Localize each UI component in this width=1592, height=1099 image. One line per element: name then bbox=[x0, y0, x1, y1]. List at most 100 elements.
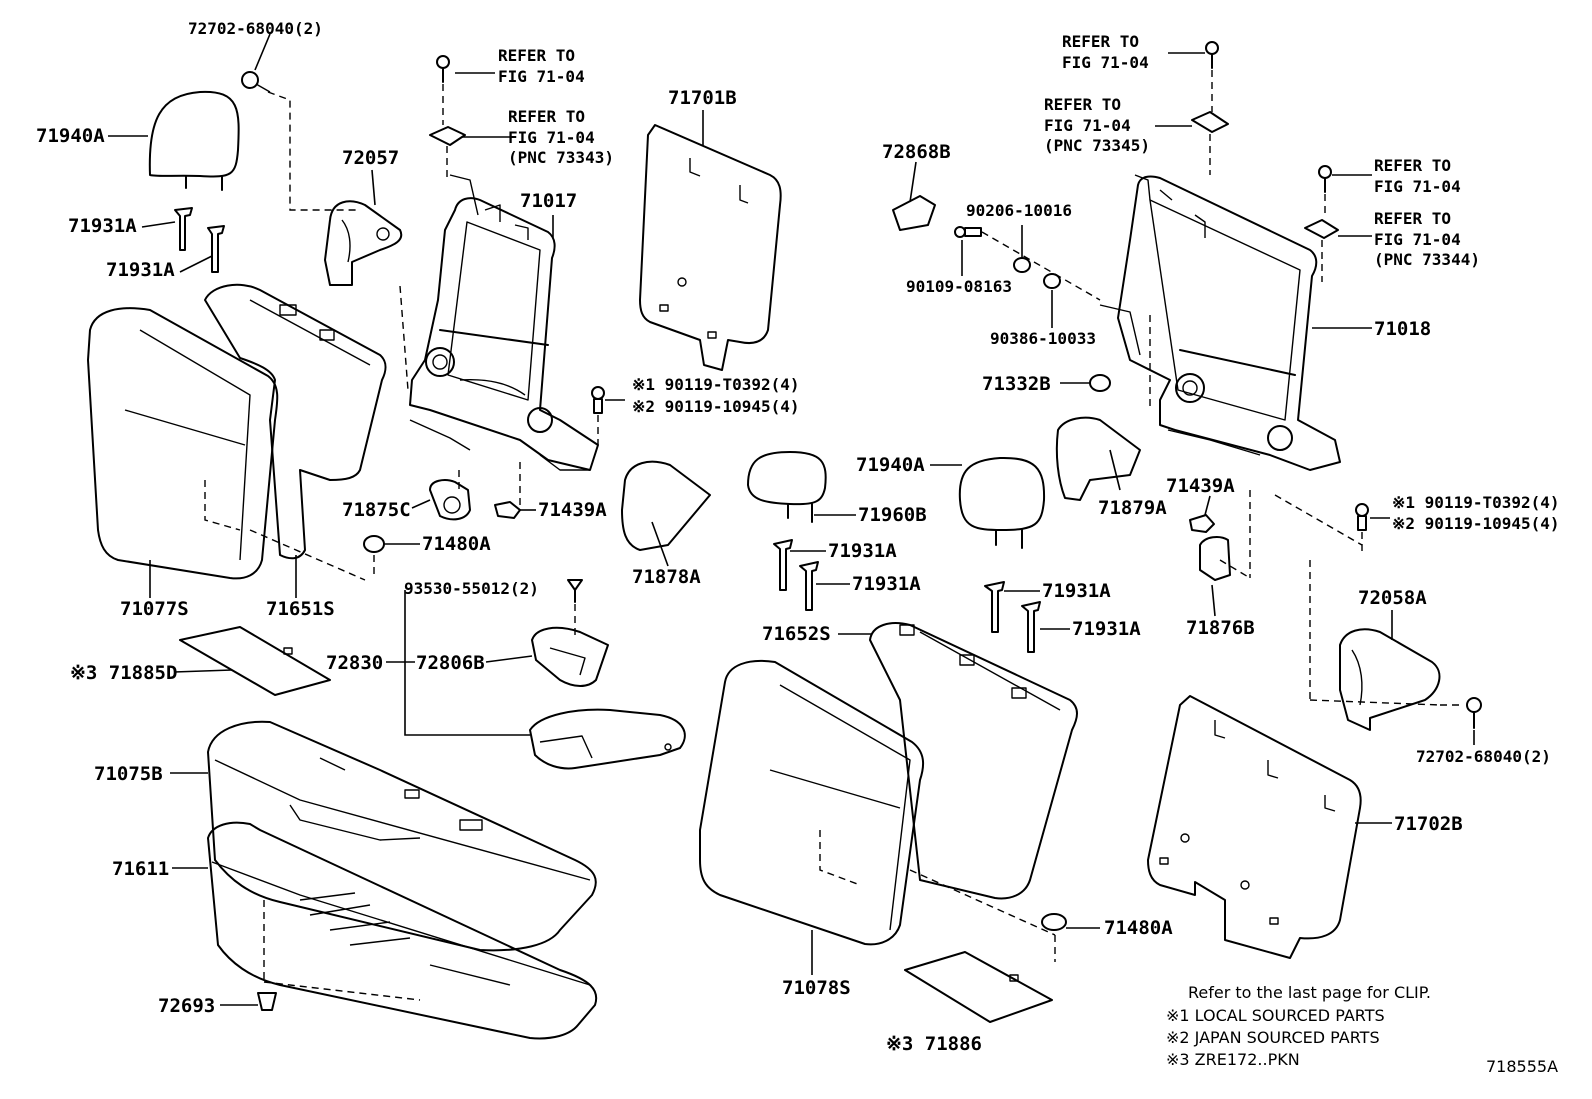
figure-id: 718555A bbox=[1486, 1057, 1558, 1076]
part-labels: 72702-68040(2) 71940A 71931A 71931A 7205… bbox=[36, 19, 1560, 1055]
nut-90386 bbox=[1043, 273, 1061, 289]
headrest-guide-mid-3 bbox=[984, 581, 1005, 633]
label-71931A-mid-2: 71931A bbox=[852, 573, 921, 595]
armrest-72830 bbox=[529, 708, 686, 770]
label-71480A-left: 71480A bbox=[422, 533, 491, 555]
label-refer-mid-b: FIG 71-04 bbox=[508, 128, 595, 147]
label-90119-1-right: ※1 90119-T0392(4) bbox=[1392, 493, 1560, 512]
clip-refer-right-2 bbox=[1304, 219, 1339, 282]
bolt-72702-left bbox=[241, 71, 360, 211]
label-71439A-right: 71439A bbox=[1166, 475, 1235, 497]
bolt-90109 bbox=[954, 226, 982, 238]
label-refer-r4-c: (PNC 73344) bbox=[1374, 250, 1480, 269]
board-71702B bbox=[1147, 695, 1362, 959]
label-71931A-left-1: 71931A bbox=[68, 215, 137, 237]
bolt-refer-right-top bbox=[1205, 41, 1219, 112]
clip-refer-mid bbox=[429, 126, 466, 180]
label-71960B: 71960B bbox=[858, 504, 927, 526]
label-refer-r1-a: REFER TO bbox=[1062, 32, 1139, 51]
label-93530: 93530-55012(2) bbox=[404, 579, 539, 598]
lock-71876B bbox=[1199, 536, 1231, 581]
seatback-71077S bbox=[87, 307, 279, 580]
label-71078S: 71078S bbox=[782, 977, 851, 999]
label-71077S: 71077S bbox=[120, 598, 189, 620]
label-90119-1-left: ※1 90119-T0392(4) bbox=[632, 375, 800, 394]
label-72806B: 72806B bbox=[416, 652, 485, 674]
note-japan-sourced: ※2 JAPAN SOURCED PARTS bbox=[1166, 1028, 1380, 1047]
headrest-guide-mid-2 bbox=[799, 561, 819, 611]
note-local-sourced: ※1 LOCAL SOURCED PARTS bbox=[1166, 1006, 1385, 1025]
label-90206: 90206-10016 bbox=[966, 201, 1072, 220]
bracket-72868B bbox=[892, 195, 936, 231]
label-71931A-mid-1: 71931A bbox=[828, 540, 897, 562]
label-90119-2-right: ※2 90119-10945(4) bbox=[1392, 514, 1560, 533]
lock-71875C bbox=[429, 479, 471, 521]
label-71439A-left: 71439A bbox=[538, 499, 607, 521]
bolt-71439A-right bbox=[1189, 514, 1215, 533]
label-refer-r1-b: FIG 71-04 bbox=[1062, 53, 1149, 72]
label-71886: ※3 71886 bbox=[886, 1033, 982, 1055]
label-71075B: 71075B bbox=[94, 763, 163, 785]
label-71652S: 71652S bbox=[762, 623, 831, 645]
headrest-left bbox=[148, 90, 240, 191]
seatback-cover-71652S bbox=[869, 622, 1078, 900]
hinge-cover-71879A bbox=[1055, 416, 1141, 501]
label-refer-mid-a: REFER TO bbox=[508, 107, 585, 126]
bolt-90119-left bbox=[591, 386, 605, 445]
label-refer-r2-a: REFER TO bbox=[1044, 95, 1121, 114]
label-refer-r2-b: FIG 71-04 bbox=[1044, 116, 1131, 135]
label-71651S: 71651S bbox=[266, 598, 335, 620]
label-71940A-mid: 71940A bbox=[856, 454, 925, 476]
headrest-guide-left-1 bbox=[174, 207, 193, 251]
label-71702B: 71702B bbox=[1394, 813, 1463, 835]
label-72058A: 72058A bbox=[1358, 587, 1427, 609]
bolt-refer-right-2 bbox=[1318, 165, 1332, 218]
leader-lines bbox=[108, 33, 1475, 1006]
hinge-cover-72058A bbox=[1339, 628, 1441, 731]
headrest-guide-mid-4 bbox=[1021, 601, 1041, 653]
label-refer-top-b: FIG 71-04 bbox=[498, 67, 585, 86]
label-71879A: 71879A bbox=[1098, 497, 1167, 519]
note-zre172: ※3 ZRE172..PKN bbox=[1166, 1050, 1300, 1069]
label-90386: 90386-10033 bbox=[990, 329, 1096, 348]
clip-refer-right bbox=[1191, 111, 1229, 175]
bolt-90119-right bbox=[1355, 503, 1369, 555]
label-refer-r4-a: REFER TO bbox=[1374, 209, 1451, 228]
bushing-71332B bbox=[1089, 374, 1111, 392]
label-72868B: 72868B bbox=[882, 141, 951, 163]
cupholder-72806B bbox=[531, 626, 609, 687]
label-71332B: 71332B bbox=[982, 373, 1051, 395]
seatback-cover-71651S bbox=[204, 283, 387, 581]
seatback-frame-71017 bbox=[409, 174, 599, 471]
clip-72693 bbox=[257, 992, 277, 1011]
seatback-frame-71018 bbox=[1099, 174, 1341, 471]
label-72702-right: 72702-68040(2) bbox=[1416, 747, 1551, 766]
label-refer-r3-a: REFER TO bbox=[1374, 156, 1451, 175]
hinge-cover-72057 bbox=[324, 200, 403, 286]
bolt-refer-top bbox=[436, 55, 450, 125]
label-71611: 71611 bbox=[112, 858, 169, 880]
headrest-mid bbox=[747, 451, 827, 523]
label-71875C: 71875C bbox=[342, 499, 411, 521]
label-72830: 72830 bbox=[326, 652, 383, 674]
label-71940A-left: 71940A bbox=[36, 125, 105, 147]
label-71701B: 71701B bbox=[668, 87, 737, 109]
label-71931A-mid-4: 71931A bbox=[1072, 618, 1141, 640]
note-clip: Refer to the last page for CLIP. bbox=[1188, 983, 1431, 1002]
headrest-mid-right bbox=[958, 456, 1046, 549]
label-refer-r4-b: FIG 71-04 bbox=[1374, 230, 1461, 249]
seat-cushion-71075B bbox=[207, 720, 597, 952]
plug-71480A-right bbox=[1041, 913, 1067, 931]
seat-frame-71611 bbox=[207, 821, 598, 1040]
bolt-72702-right bbox=[1466, 697, 1482, 729]
pad-71885D bbox=[179, 626, 331, 696]
label-71878A: 71878A bbox=[632, 566, 701, 588]
label-refer-r2-c: (PNC 73345) bbox=[1044, 136, 1150, 155]
headrest-guide-left-2 bbox=[207, 225, 225, 273]
label-72057: 72057 bbox=[342, 147, 399, 169]
label-71885D: ※3 71885D bbox=[70, 662, 177, 684]
pad-71886 bbox=[904, 951, 1053, 1023]
washer-90206 bbox=[1013, 257, 1031, 273]
label-71931A-mid-3: 71931A bbox=[1042, 580, 1111, 602]
